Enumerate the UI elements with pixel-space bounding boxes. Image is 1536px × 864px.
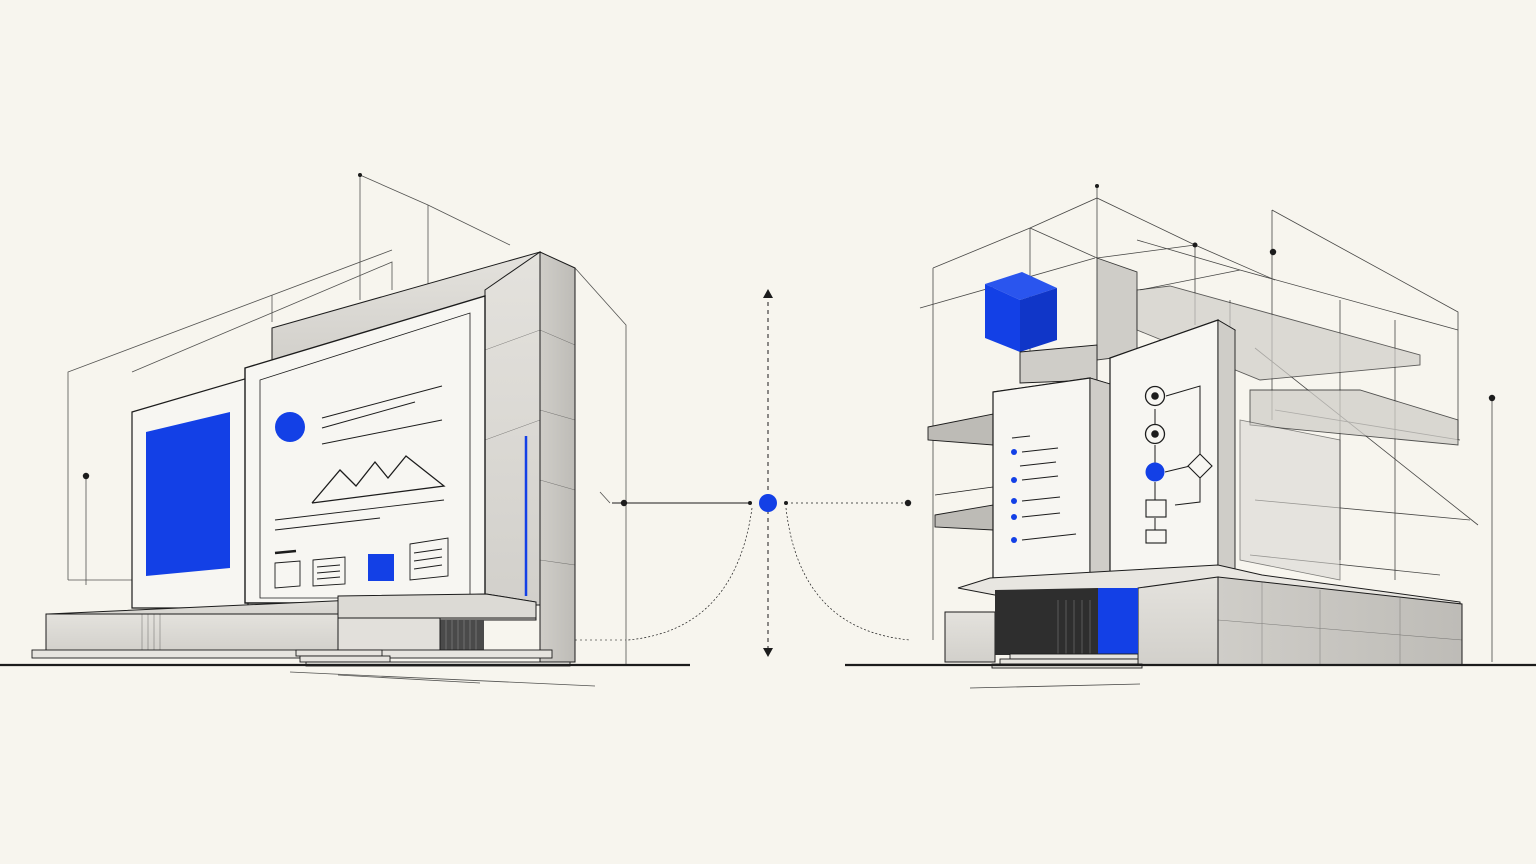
right-pillar-side [539,251,576,663]
right-arc [785,507,911,641]
section-divider [274,549,297,555]
flow-end-box [1145,529,1167,544]
left-arc [627,507,753,641]
side-balcony [1249,389,1459,446]
right-dot-b [1269,248,1277,256]
chart-baselines [274,499,445,531]
base-platform-front [45,613,343,653]
upper-slab-left [1096,257,1138,361]
podium-front [1137,576,1219,666]
flow-node-active [1145,462,1165,482]
blue-cube [985,272,1057,352]
left-construction-lines [67,174,627,687]
left-top-dot [358,173,362,177]
shadow-slats [445,620,477,652]
entrance-shadow [995,588,1098,655]
avatar-circle [275,412,305,442]
flowchart-block-side [1217,319,1236,571]
flowchart [1144,385,1213,544]
flow-decision-diamond [1187,453,1213,479]
small-dot-left [748,501,752,505]
left-anchor-dot [82,472,90,480]
right-translucent-wall [1239,419,1341,581]
left-building [0,173,690,687]
right-dot-a [1192,242,1198,248]
pillar-seams [484,329,576,566]
blue-door [1098,588,1138,656]
right-pillar-front [484,251,541,606]
left-connector-dot [620,499,628,507]
right-top-dot [1095,184,1099,188]
right-building [845,184,1536,689]
small-dot-right [784,501,788,505]
right-far-dot [1488,394,1496,402]
center-connector [612,289,912,657]
lower-block [337,617,441,653]
overhang-slab [337,593,537,619]
mountain-line-chart [311,455,446,504]
entrance-slats [1057,600,1091,655]
floor-rail [934,486,994,496]
arrow-down-icon [763,648,773,657]
arrow-up-icon [763,289,773,298]
podium-left-wall [944,611,996,663]
text-lines [321,385,443,445]
right-connector-dot [904,499,912,507]
cube-pedestal [1019,344,1098,384]
under-overhang-shadow [440,620,484,652]
center-node [759,494,777,512]
base-vertical-grooves [141,614,161,652]
thumbnail-row [274,537,449,589]
blue-thumbnail [368,554,394,581]
bulleted-list [1011,435,1077,543]
podium-seams [1217,582,1463,665]
flow-process-box [1145,499,1167,518]
blue-image-block [146,412,230,576]
list-block-side [1089,377,1111,579]
